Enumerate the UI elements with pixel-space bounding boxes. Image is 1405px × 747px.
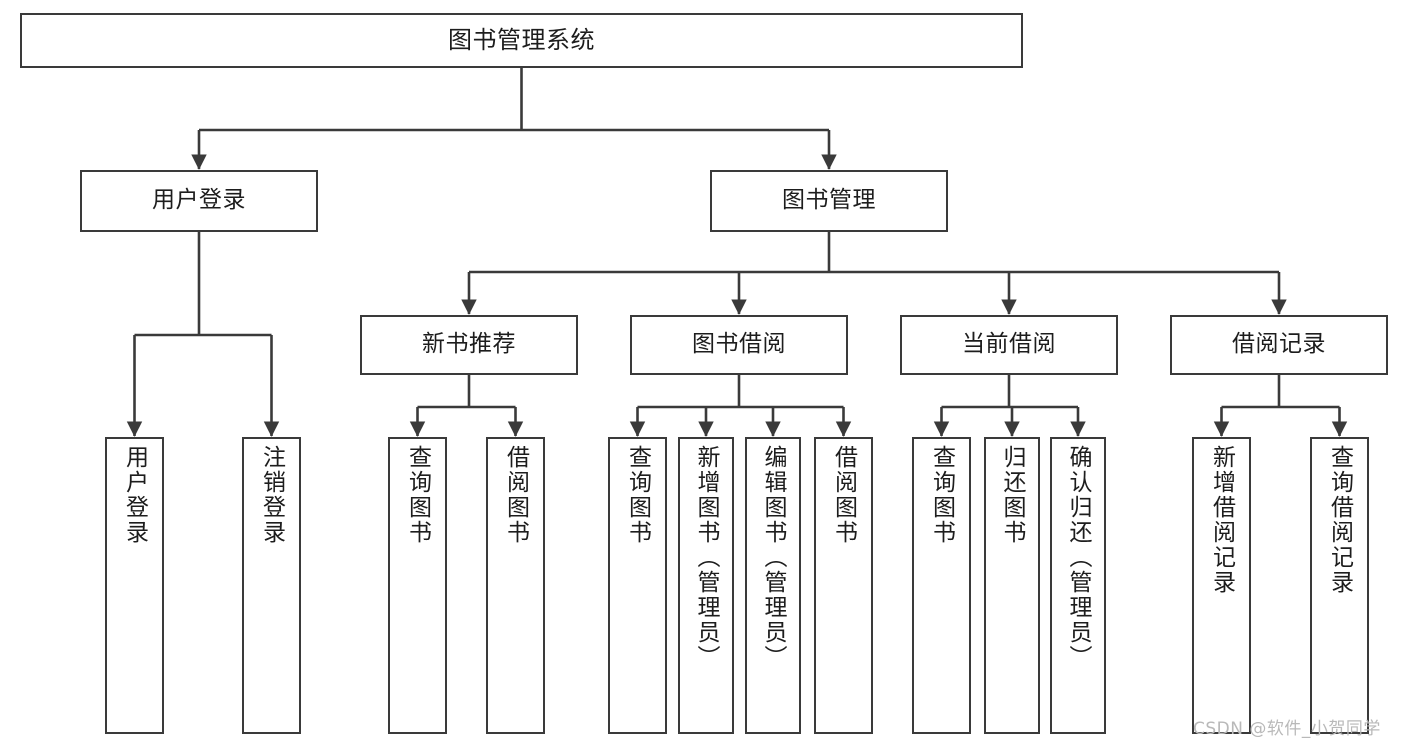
node-leaf-cb-return: 归还图书: [984, 437, 1040, 734]
node-leaf-bb-edit: 编辑图书（管理员）: [745, 437, 801, 734]
node-label: 图书借阅: [692, 331, 786, 358]
node-leaf-br-query: 查询借阅记录: [1310, 437, 1369, 734]
node-leaf-rec-borrow: 借阅图书: [486, 437, 545, 734]
node-book-manage: 图书管理: [710, 170, 948, 232]
node-label: 归还图书: [999, 445, 1026, 545]
node-leaf-bb-query: 查询图书: [608, 437, 667, 734]
node-label: 查询图书: [404, 445, 431, 545]
node-label: 编辑图书（管理员）: [760, 445, 787, 670]
node-label: 当前借阅: [962, 331, 1056, 358]
node-label: 借阅图书: [502, 445, 529, 545]
node-leaf-rec-query: 查询图书: [388, 437, 447, 734]
node-leaf-cb-confirm: 确认归还（管理员）: [1050, 437, 1106, 734]
node-label: 用户登录: [121, 445, 148, 545]
node-leaf-logout: 注销登录: [242, 437, 301, 734]
node-label: 图书管理系统: [448, 26, 595, 55]
node-root: 图书管理系统: [20, 13, 1023, 68]
node-leaf-user-login: 用户登录: [105, 437, 164, 734]
node-label: 用户登录: [152, 187, 246, 214]
node-leaf-cb-query: 查询图书: [912, 437, 971, 734]
node-label: 查询借阅记录: [1326, 445, 1353, 595]
node-book-borrow: 图书借阅: [630, 315, 848, 375]
node-new-book-rec: 新书推荐: [360, 315, 578, 375]
csdn-watermark: CSDN @软件_小贺同学: [1193, 719, 1381, 739]
node-leaf-bb-borrow: 借阅图书: [814, 437, 873, 734]
node-label: 查询图书: [928, 445, 955, 545]
node-leaf-br-add: 新增借阅记录: [1192, 437, 1251, 734]
node-label: 新增借阅记录: [1208, 445, 1235, 595]
node-leaf-bb-add: 新增图书（管理员）: [678, 437, 734, 734]
node-label: 借阅记录: [1232, 331, 1326, 358]
node-label: 新增图书（管理员）: [693, 445, 720, 670]
node-label: 新书推荐: [422, 331, 516, 358]
node-borrow-record: 借阅记录: [1170, 315, 1388, 375]
node-label: 确认归还（管理员）: [1065, 445, 1092, 670]
node-label: 图书管理: [782, 187, 876, 214]
node-user-login: 用户登录: [80, 170, 318, 232]
node-label: 借阅图书: [830, 445, 857, 545]
node-label: 注销登录: [258, 445, 285, 545]
node-current-borrow: 当前借阅: [900, 315, 1118, 375]
node-label: 查询图书: [624, 445, 651, 545]
